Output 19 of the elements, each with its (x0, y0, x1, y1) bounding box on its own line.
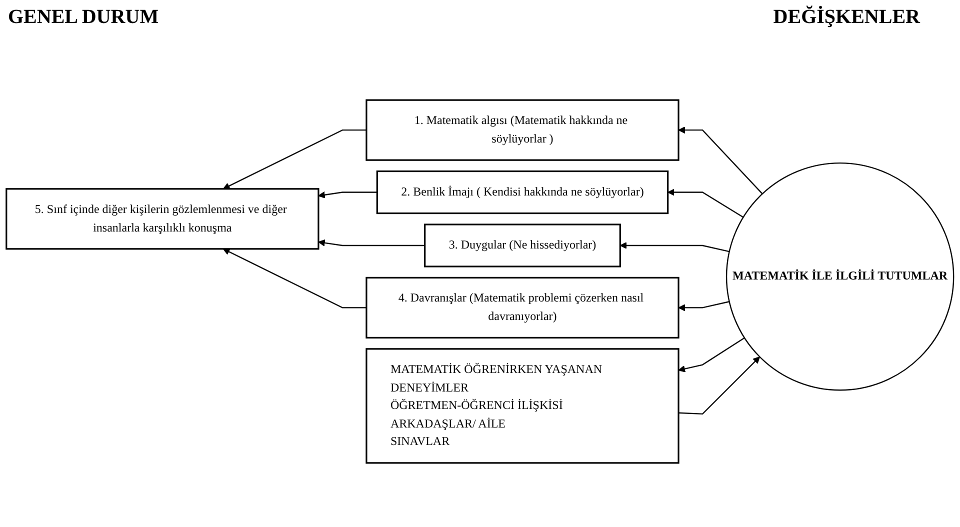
arrow (318, 239, 425, 246)
node-box: 2. Benlik İmajı ( Kendisi hakkında ne söylüyorlar) (376, 170, 669, 214)
arrow (678, 337, 745, 372)
arrow (620, 242, 730, 252)
node-box: 1. Matematik algısı (Matematik hakkında ne söylüyorlar ) (366, 99, 680, 161)
node-circle: MATEMATİK İLE İLGİLİ TUTUMLAR (726, 162, 954, 391)
node-box: MATEMATİK ÖĞRENİRKEN YAŞANAN DENEYİMLER ÖĞRETMEN-ÖĞRENCİ İLİŞKİSİ ARKADAŞLAR/ AİLE SINAVLAR (366, 348, 680, 464)
arrow (668, 188, 744, 218)
arrow (678, 356, 760, 415)
arrow (318, 191, 378, 198)
node-box: 3. Duygular (Ne hissediyorlar) (424, 224, 621, 268)
node-box: 4. Davranışlar (Matematik problemi çözerken nasıl davranıyorlar) (366, 276, 680, 338)
arrow (678, 301, 730, 312)
arrow (222, 248, 366, 308)
arrow (678, 126, 763, 194)
node-box: 5. Sınf içinde diğer kişilerin gözlemlenmesi ve diğer insanlarla karşılıklı konuşma (6, 188, 320, 250)
arrow (222, 129, 366, 190)
section-heading: GENEL DURUM (8, 6, 159, 29)
section-heading: DEĞİŞKENLER (773, 6, 920, 29)
